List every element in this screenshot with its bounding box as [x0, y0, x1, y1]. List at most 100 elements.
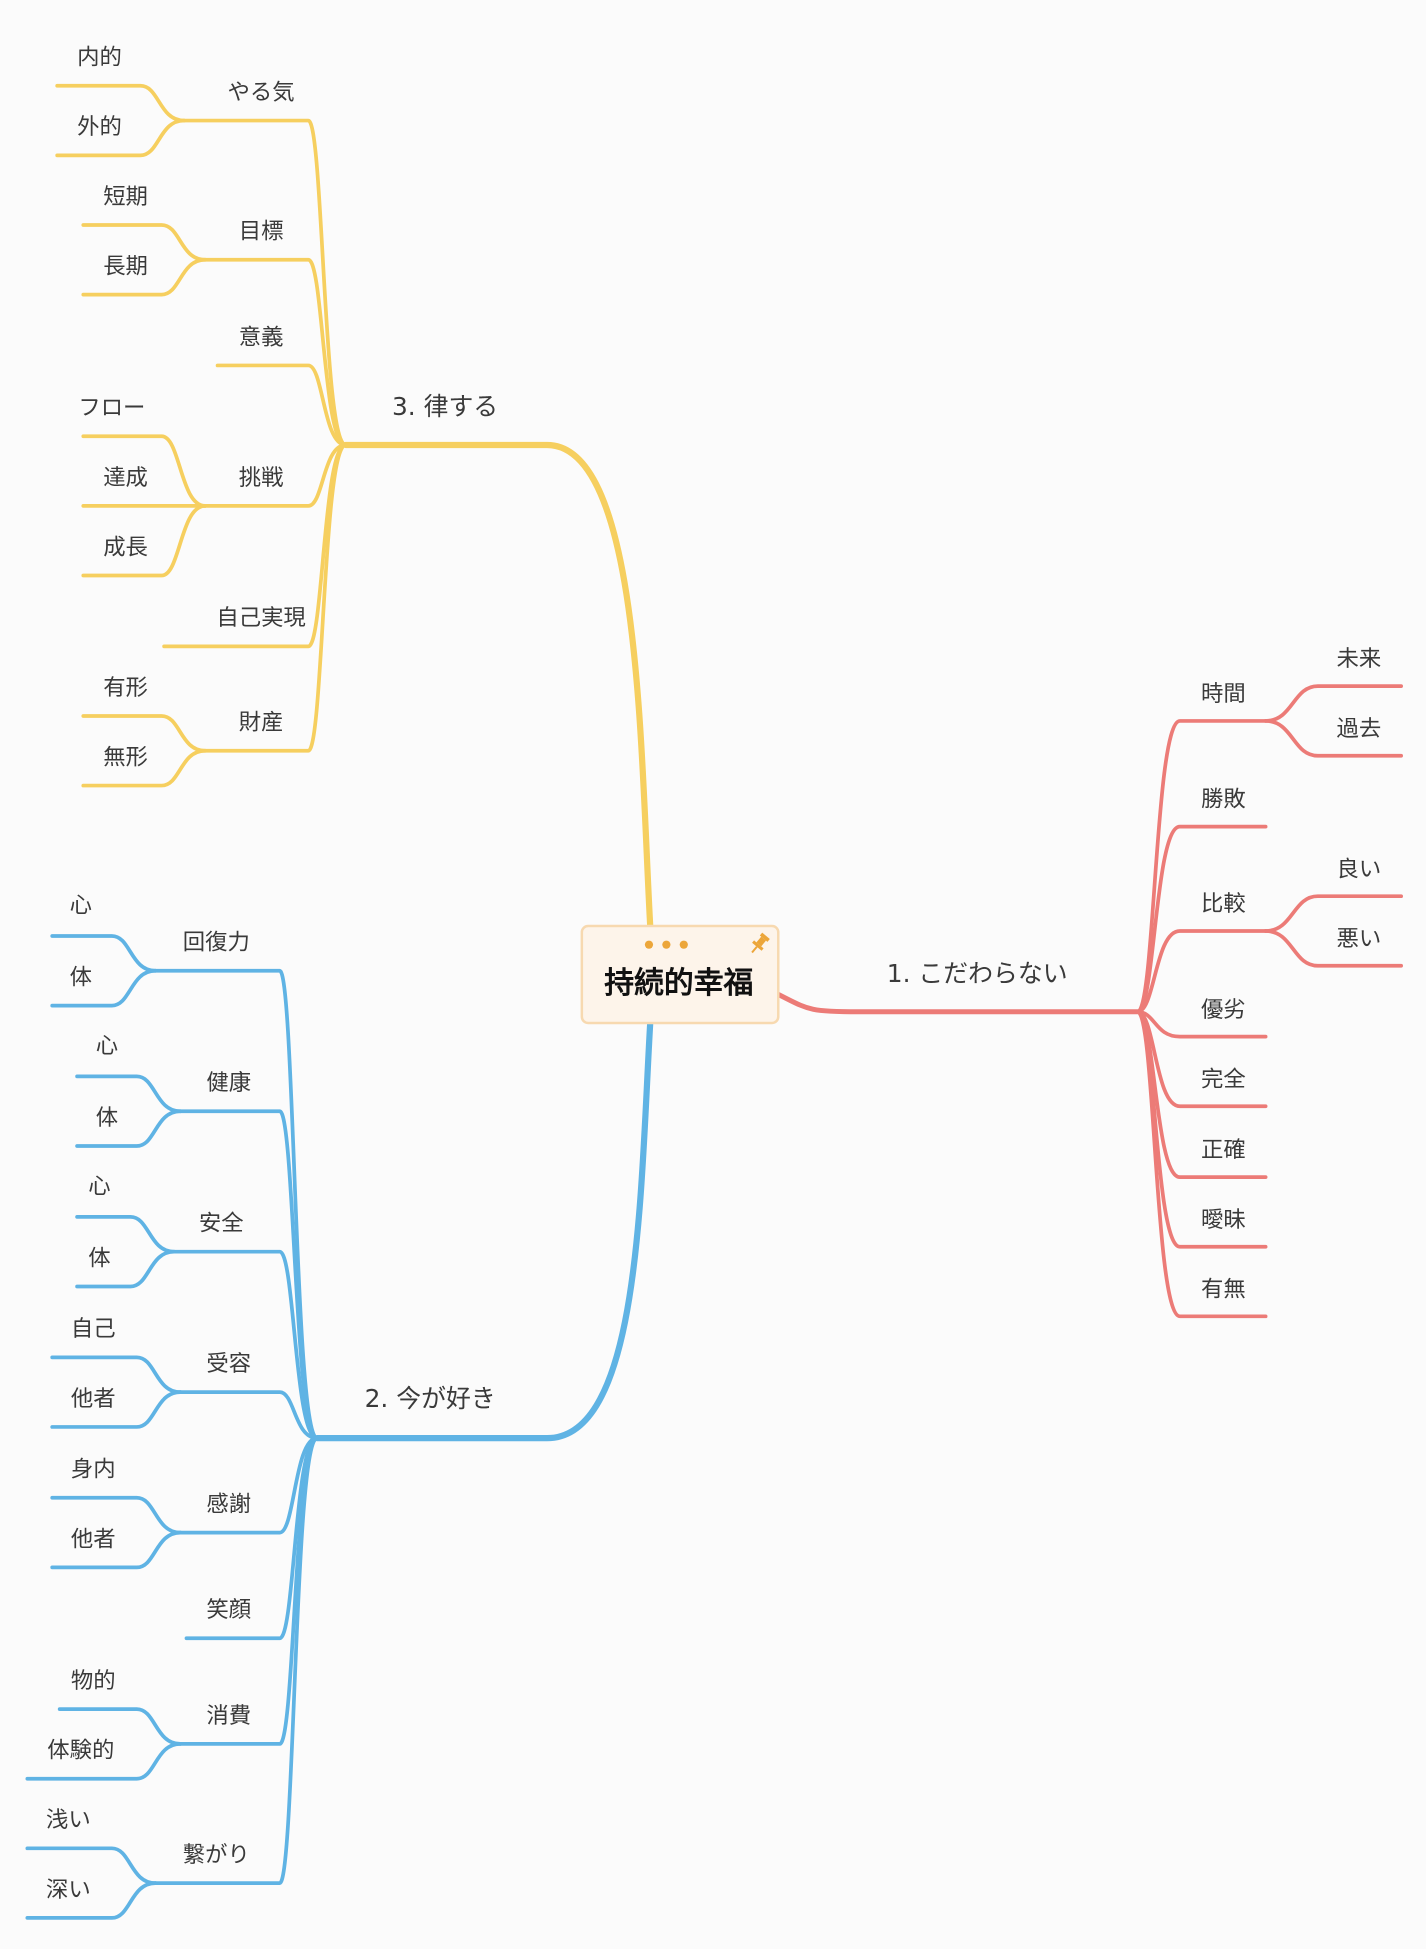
branch-2-label[interactable]: 2. 今が好き — [365, 1384, 496, 1413]
subtopic-node[interactable]: 自己 — [71, 1316, 116, 1342]
subtopic-node[interactable]: 体験的 — [47, 1738, 114, 1764]
topic-2-1-edge — [178, 1109, 319, 1440]
subtopic-node[interactable]: 外的 — [77, 114, 122, 140]
topic-2-2-edge — [172, 1249, 319, 1440]
subtopic-edge — [25, 1846, 158, 1885]
subtopic-node[interactable]: フロー — [78, 395, 145, 421]
subtopic-node[interactable]: 物的 — [71, 1668, 116, 1694]
subtopic-node[interactable]: 他者 — [71, 1386, 116, 1412]
branch-3-edge — [342, 441, 654, 930]
topic-node[interactable]: 回復力 — [183, 930, 250, 956]
topic-1-2-edge — [1135, 929, 1268, 1014]
topic-node[interactable]: 曖昧 — [1201, 1207, 1246, 1233]
topic-node[interactable]: 挑戦 — [239, 465, 284, 491]
topic-node[interactable]: 繋がり — [183, 1842, 250, 1868]
topic-2-3-edge — [178, 1390, 319, 1440]
subtopic-edge — [75, 1109, 183, 1148]
subtopic-edge — [50, 1530, 183, 1570]
subtopic-edge — [75, 1215, 176, 1254]
subtopic-node[interactable]: 心 — [96, 1033, 118, 1059]
subtopic-node[interactable]: 体 — [70, 964, 92, 990]
subtopic-edge — [81, 434, 207, 508]
root-node-box[interactable] — [580, 924, 780, 1025]
subtopic-node[interactable]: 体 — [96, 1105, 118, 1131]
topic-3-5-edge — [203, 443, 348, 753]
topic-3-2-edge — [215, 363, 348, 447]
topic-node[interactable]: 財産 — [239, 710, 284, 736]
root-label: 持続的幸福 — [604, 966, 753, 1001]
subtopic-node[interactable]: 身内 — [71, 1457, 116, 1483]
topic-1-7-edge — [1135, 1009, 1268, 1319]
subtopic-edge — [81, 748, 207, 788]
subtopic-node[interactable]: 未来 — [1337, 646, 1382, 672]
topic-node[interactable]: 有無 — [1201, 1276, 1246, 1302]
subtopic-edge — [1263, 929, 1403, 968]
subtopic-node[interactable]: 良い — [1337, 856, 1382, 882]
topic-node[interactable]: 意義 — [239, 324, 284, 350]
subtopic-node[interactable]: 他者 — [71, 1526, 116, 1552]
subtopic-node[interactable]: 内的 — [77, 45, 122, 71]
subtopic-edge — [81, 223, 207, 262]
subtopic-edge — [50, 1390, 183, 1429]
branch-1-edge — [775, 991, 1141, 1015]
branch-3-label[interactable]: 3. 律する — [392, 392, 498, 421]
subtopic-node[interactable]: 心 — [70, 892, 92, 918]
topic-node[interactable]: 消費 — [206, 1703, 251, 1729]
subtopic-edge — [50, 934, 158, 973]
topic-node[interactable]: 完全 — [1201, 1066, 1246, 1092]
topic-node[interactable]: 勝敗 — [1201, 787, 1246, 813]
subtopic-node[interactable]: 過去 — [1337, 716, 1382, 742]
subtopic-node[interactable]: 無形 — [103, 744, 148, 770]
subtopic-edge — [75, 1249, 176, 1289]
branch-2-edge — [313, 1019, 654, 1442]
subtopic-edge — [50, 1495, 183, 1535]
subtopic-edge — [57, 1707, 183, 1746]
pin-icon[interactable] — [747, 932, 771, 957]
subtopic-edge — [25, 1881, 158, 1920]
subtopic-edge — [50, 1355, 183, 1395]
subtopic-node[interactable]: 有形 — [103, 675, 148, 701]
root-node[interactable]: 持続的幸福 — [580, 924, 780, 1025]
topic-node[interactable]: 優劣 — [1201, 997, 1246, 1023]
topic-node[interactable]: 受容 — [206, 1351, 251, 1377]
branch-1-label[interactable]: 1. こだわらない — [887, 959, 1068, 988]
topic-node[interactable]: 時間 — [1201, 681, 1246, 707]
subtopic-node[interactable]: 浅い — [46, 1807, 91, 1833]
subtopic-edge — [81, 714, 207, 753]
topic-3-0-edge — [182, 118, 348, 447]
subtopic-edge — [81, 504, 207, 578]
topic-node[interactable]: 正確 — [1201, 1137, 1246, 1163]
subtopic-node[interactable]: 短期 — [103, 184, 148, 210]
subtopic-edge — [1263, 684, 1403, 723]
topic-node[interactable]: 目標 — [239, 219, 284, 245]
topic-node[interactable]: 感謝 — [206, 1491, 251, 1517]
more-dots-icon[interactable] — [644, 940, 688, 949]
subtopic-edge — [55, 118, 186, 158]
subtopic-edge — [50, 968, 158, 1008]
subtopic-edge — [75, 1074, 183, 1114]
subtopic-node[interactable]: 深い — [46, 1877, 91, 1903]
topic-node[interactable]: 安全 — [199, 1211, 244, 1237]
topic-node[interactable]: やる気 — [228, 79, 295, 105]
subtopic-edge — [55, 83, 186, 123]
subtopic-node[interactable]: 成長 — [103, 534, 148, 560]
topic-3-3-edge — [203, 443, 348, 508]
topic-node[interactable]: 自己実現 — [216, 605, 305, 631]
topic-1-1-edge — [1135, 824, 1268, 1014]
topic-2-4-edge — [178, 1436, 319, 1535]
subtopic-edge — [25, 1742, 183, 1781]
topic-2-7-edge — [153, 1436, 319, 1885]
edges-layer — [25, 83, 1403, 1920]
topic-node[interactable]: 比較 — [1201, 891, 1246, 917]
subtopic-node[interactable]: 心 — [88, 1173, 110, 1199]
subtopic-node[interactable]: 体 — [88, 1245, 110, 1271]
subtopic-edge — [81, 257, 207, 297]
topic-node[interactable]: 笑顔 — [206, 1597, 251, 1623]
subtopic-node[interactable]: 長期 — [103, 253, 148, 279]
subtopic-edge — [1263, 719, 1403, 758]
topic-node[interactable]: 健康 — [206, 1070, 251, 1096]
subtopic-node[interactable]: 悪い — [1337, 926, 1382, 952]
subtopic-node[interactable]: 達成 — [103, 465, 148, 491]
